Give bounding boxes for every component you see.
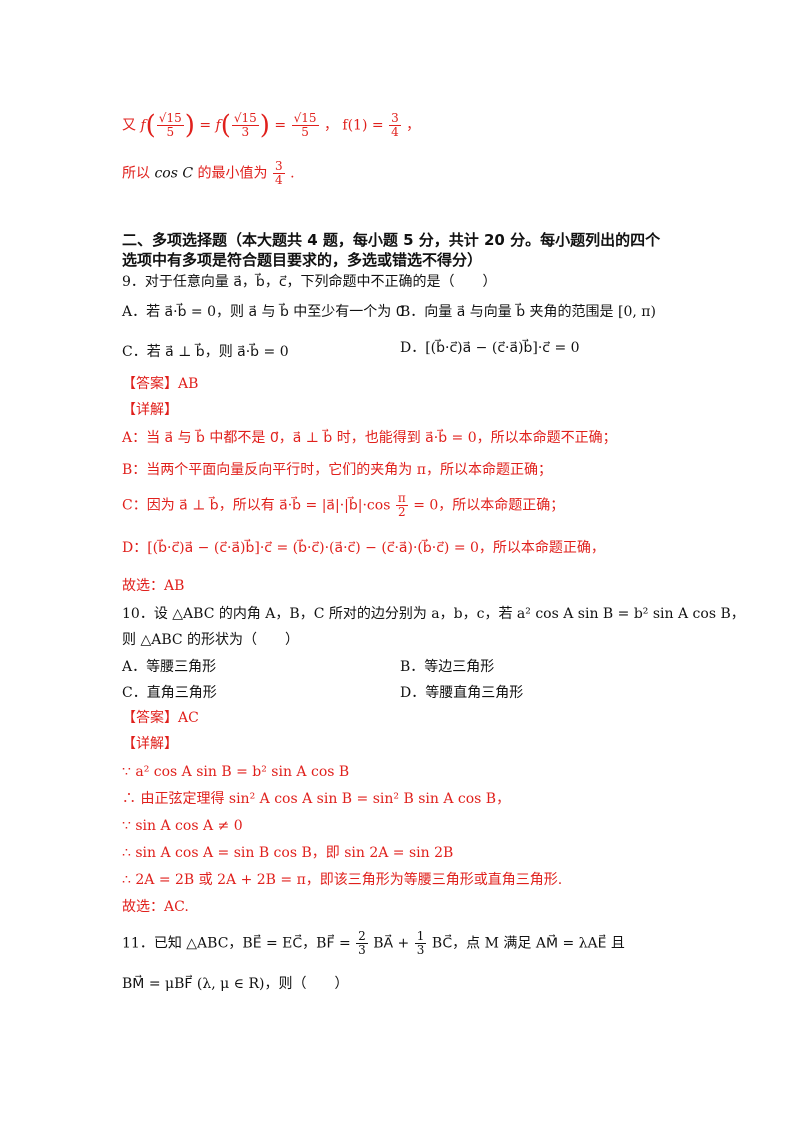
q10-step-2: ∴ 由正弦定理得 sin² A cos A sin B = sin² B sin…	[122, 791, 511, 807]
q9-stem: 9．对于任意向量 a⃗，b⃗，c⃗，下列命题中不正确的是（ ）	[122, 274, 497, 290]
q9-option-c: C．若 a⃗ ⊥ b⃗，则 a⃗·b⃗ = 0	[122, 344, 289, 360]
q9-explanation-c: C：因为 a⃗ ⊥ b⃗，所以有 a⃗·b⃗ = |a⃗|·|b⃗|·cos π…	[122, 491, 565, 519]
q10-option-d: D．等腰直角三角形	[400, 685, 524, 701]
q9-explanation-d: D：[(b⃗·c⃗)a⃗ − (c⃗·a⃗)b⃗]·c⃗ = (b⃗·c⃗)·(…	[122, 540, 605, 556]
q9-answer: 【答案】AB	[122, 376, 199, 392]
q11-stem-line-2: BM⃗ = μBF⃗ (λ, μ ∈ R)，则（ ）	[122, 976, 349, 992]
q10-detail-label: 【详解】	[122, 736, 178, 752]
q9-option-a: A．若 a⃗·b⃗ = 0，则 a⃗ 与 b⃗ 中至少有一个为 0⃗	[122, 304, 405, 320]
q10-step-3: ∵ sin A cos A ≠ 0	[122, 818, 243, 834]
q10-option-c: C．直角三角形	[122, 685, 217, 701]
q9-explanation-b: B：当两个平面向量反向平行时，它们的夹角为 π，所以本命题正确；	[122, 462, 552, 478]
q9-option-b: B．向量 a⃗ 与向量 b⃗ 夹角的范围是 [0, π)	[400, 304, 656, 320]
q9-conclusion: 故选：AB	[122, 578, 185, 594]
q10-stem-line-2: 则 △ABC 的形状为（ ）	[122, 632, 300, 648]
q9-detail-label: 【详解】	[122, 402, 178, 418]
q9-option-d: D．[(b⃗·c⃗)a⃗ − (c⃗·a⃗)b⃗]·c⃗ = 0	[400, 340, 580, 356]
q10-conclusion: 故选：AC.	[122, 899, 189, 915]
section-heading-line-1: 二、多项选择题（本大题共 4 题，每小题 5 分，共计 20 分。每小题列出的四…	[122, 231, 661, 249]
q10-option-a: A．等腰三角形	[122, 659, 217, 675]
q10-answer: 【答案】AC	[122, 710, 199, 726]
q10-step-5: ∴ 2A = 2B 或 2A + 2B = π，即该三角形为等腰三角形或直角三角…	[122, 872, 563, 888]
q10-option-b: B．等边三角形	[400, 659, 495, 675]
q10-stem-line-1: 10．设 △ABC 的内角 A，B，C 所对的边分别为 a，b，c，若 a² c…	[122, 606, 745, 622]
q9-explanation-a: A：当 a⃗ 与 b⃗ 中都不是 0⃗，a⃗ ⊥ b⃗ 时，也能得到 a⃗·b⃗…	[122, 430, 617, 446]
q10-step-4: ∴ sin A cos A = sin B cos B，即 sin 2A = s…	[122, 845, 454, 861]
section-heading-line-2: 选项中有多项是符合题目要求的，多选或错选不得分）	[122, 251, 483, 269]
q10-step-1: ∵ a² cos A sin B = b² sin A cos B	[122, 764, 350, 780]
